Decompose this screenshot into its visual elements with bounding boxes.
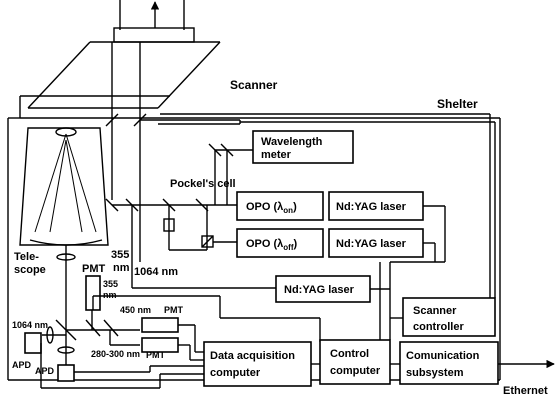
control-computer-label-2: computer xyxy=(330,365,381,377)
ndyag-laser-1-box xyxy=(328,191,424,221)
control-computer-label-1: Control xyxy=(330,348,369,360)
control-computer-box xyxy=(319,339,391,385)
data-acquisition-label-2: computer xyxy=(210,367,261,379)
ethernet-label: Ethernet xyxy=(503,385,548,397)
pmt-top-label: PMT xyxy=(82,263,106,275)
pockels-cell-label: Pockel's cell xyxy=(170,178,236,190)
telescope xyxy=(19,127,109,290)
ndyag-laser-1-label: Nd:YAG laser xyxy=(336,201,407,213)
label-355-a: 355 xyxy=(111,249,129,261)
communication-label-1: Comunication xyxy=(406,350,480,362)
label-450nm: 450 nm xyxy=(120,305,151,315)
pockels-cell xyxy=(105,198,240,260)
telescope-label-1: Tele- xyxy=(14,251,39,263)
data-acquisition-label-1: Data acquisition xyxy=(210,350,295,362)
opo-off-box xyxy=(236,228,324,258)
communication-label-2: subsystem xyxy=(406,367,464,379)
communication-subsystem-box xyxy=(399,341,499,385)
label-1064-left: 1064 nm xyxy=(12,320,48,330)
laser-control-lines xyxy=(370,205,446,340)
opo-on-label: OPO (λon) xyxy=(246,201,297,215)
scanner-controller-box xyxy=(402,297,496,337)
label-280-300nm: 280-300 nm xyxy=(91,349,140,359)
wavelength-meter-label-1: Wavelength xyxy=(261,136,323,148)
data-acquisition-computer-box xyxy=(203,341,312,387)
apd-2-label: APD xyxy=(35,366,55,376)
wavelength-meter-label-2: meter xyxy=(261,149,292,161)
beam-paths xyxy=(105,113,496,305)
ndyag-laser-2-label: Nd:YAG laser xyxy=(336,238,407,250)
receiver-optics xyxy=(42,290,140,365)
laser-1064-path xyxy=(131,205,276,289)
scanner-label: Scanner xyxy=(230,78,278,92)
pmt-280-label: PMT xyxy=(146,350,166,360)
label-1064-mid: 1064 nm xyxy=(134,266,178,278)
pmt-450-label: PMT xyxy=(164,305,184,315)
ndyag-laser-2-box xyxy=(328,228,424,258)
apd-1-label: APD xyxy=(12,360,32,370)
wavelength-meter-optics xyxy=(208,143,253,205)
scanner-assembly xyxy=(19,0,221,119)
label-355-b: nm xyxy=(113,262,130,274)
pmt-280-box xyxy=(141,337,179,353)
opo-off-label: OPO (λoff) xyxy=(246,238,298,252)
apd-2-box xyxy=(57,364,75,382)
scanner-controller-label-1: Scanner xyxy=(413,305,457,317)
telescope-label-2: scope xyxy=(14,264,46,276)
ndyag-laser-3-label: Nd:YAG laser xyxy=(284,284,355,296)
signal-lines xyxy=(40,295,321,389)
scanner-controller-label-2: controller xyxy=(413,321,464,333)
shelter-label: Shelter xyxy=(437,97,478,111)
apd-1-box xyxy=(24,332,42,354)
wavelength-meter-box xyxy=(252,130,354,164)
pmt-355-label-b: nm xyxy=(103,290,117,300)
pmt-355-label-a: 355 xyxy=(103,279,118,289)
opo-on-box xyxy=(236,191,324,221)
pmt-450-box xyxy=(141,317,179,333)
